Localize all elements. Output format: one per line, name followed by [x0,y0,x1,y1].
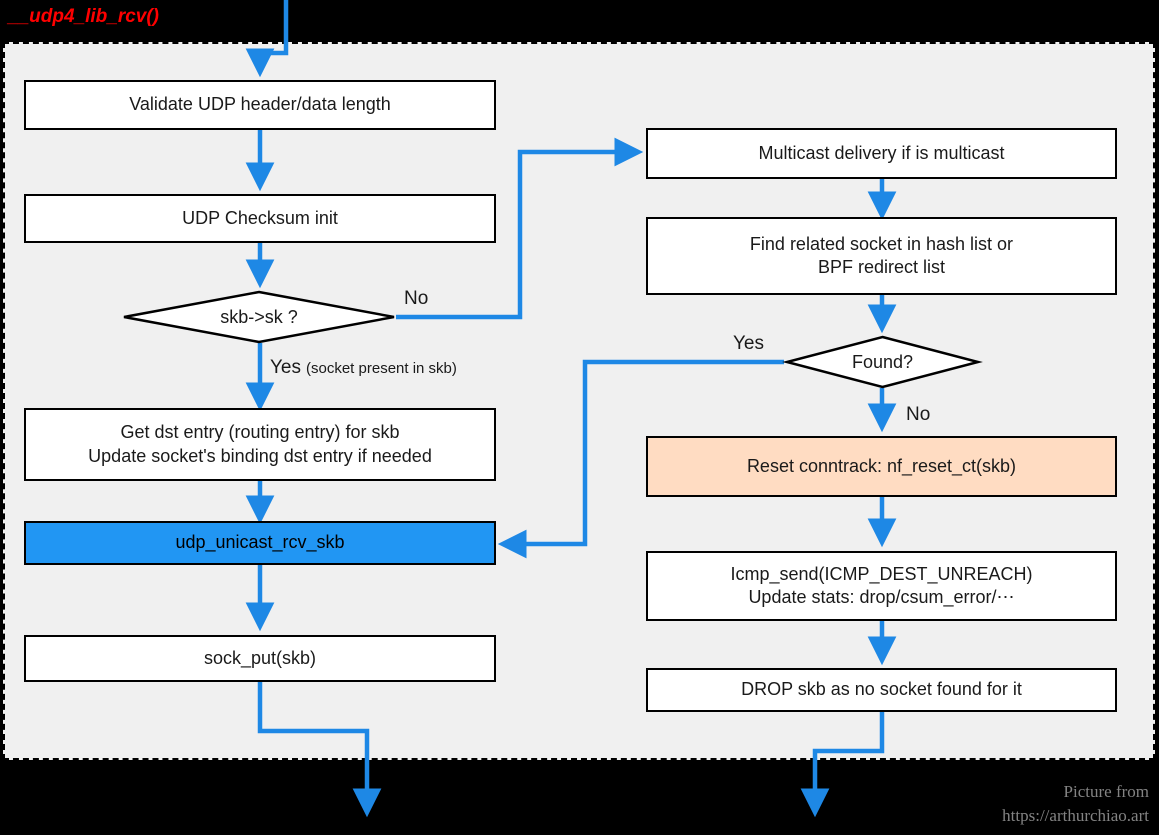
edge-label-skb-sk-no: No [404,288,429,309]
credit-line-2: https://arthurchiao.art [1002,806,1149,826]
node-find-related-socket[interactable]: Find related socket in hash list or BPF … [646,217,1117,295]
edge-label-skb-sk-yes-main: Yes [270,357,301,378]
node-sock-put[interactable]: sock_put(skb) [24,635,496,682]
credit-line-1: Picture from [1063,781,1149,801]
node-multicast-delivery[interactable]: Multicast delivery if is multicast [646,128,1117,179]
page-title: __udp4_lib_rcv() [8,6,159,27]
decision-found[interactable]: Found? [782,335,983,389]
node-reset-conntrack[interactable]: Reset conntrack: nf_reset_ct(skb) [646,436,1117,497]
node-validate-udp-header[interactable]: Validate UDP header/data length [24,80,496,130]
node-drop-skb[interactable]: DROP skb as no socket found for it [646,668,1117,712]
node-udp-checksum-init[interactable]: UDP Checksum init [24,194,496,243]
node-udp-unicast-rcv-skb[interactable]: udp_unicast_rcv_skb [24,521,496,565]
edge-label-skb-sk-yes-note: (socket present in skb) [306,360,457,377]
edge-label-skb-sk-yes: Yes (socket present in skb) [270,357,457,379]
node-icmp-send[interactable]: Icmp_send(ICMP_DEST_UNREACH) Update stat… [646,551,1117,621]
edge-label-found-yes: Yes [733,333,764,354]
credit-block: Picture from https://arthurchiao.art [1002,780,1149,829]
edge-label-found-no: No [906,404,931,425]
node-get-dst-entry[interactable]: Get dst entry (routing entry) for skb Up… [24,408,496,481]
decision-skb-sk[interactable]: skb->sk ? [122,290,396,344]
